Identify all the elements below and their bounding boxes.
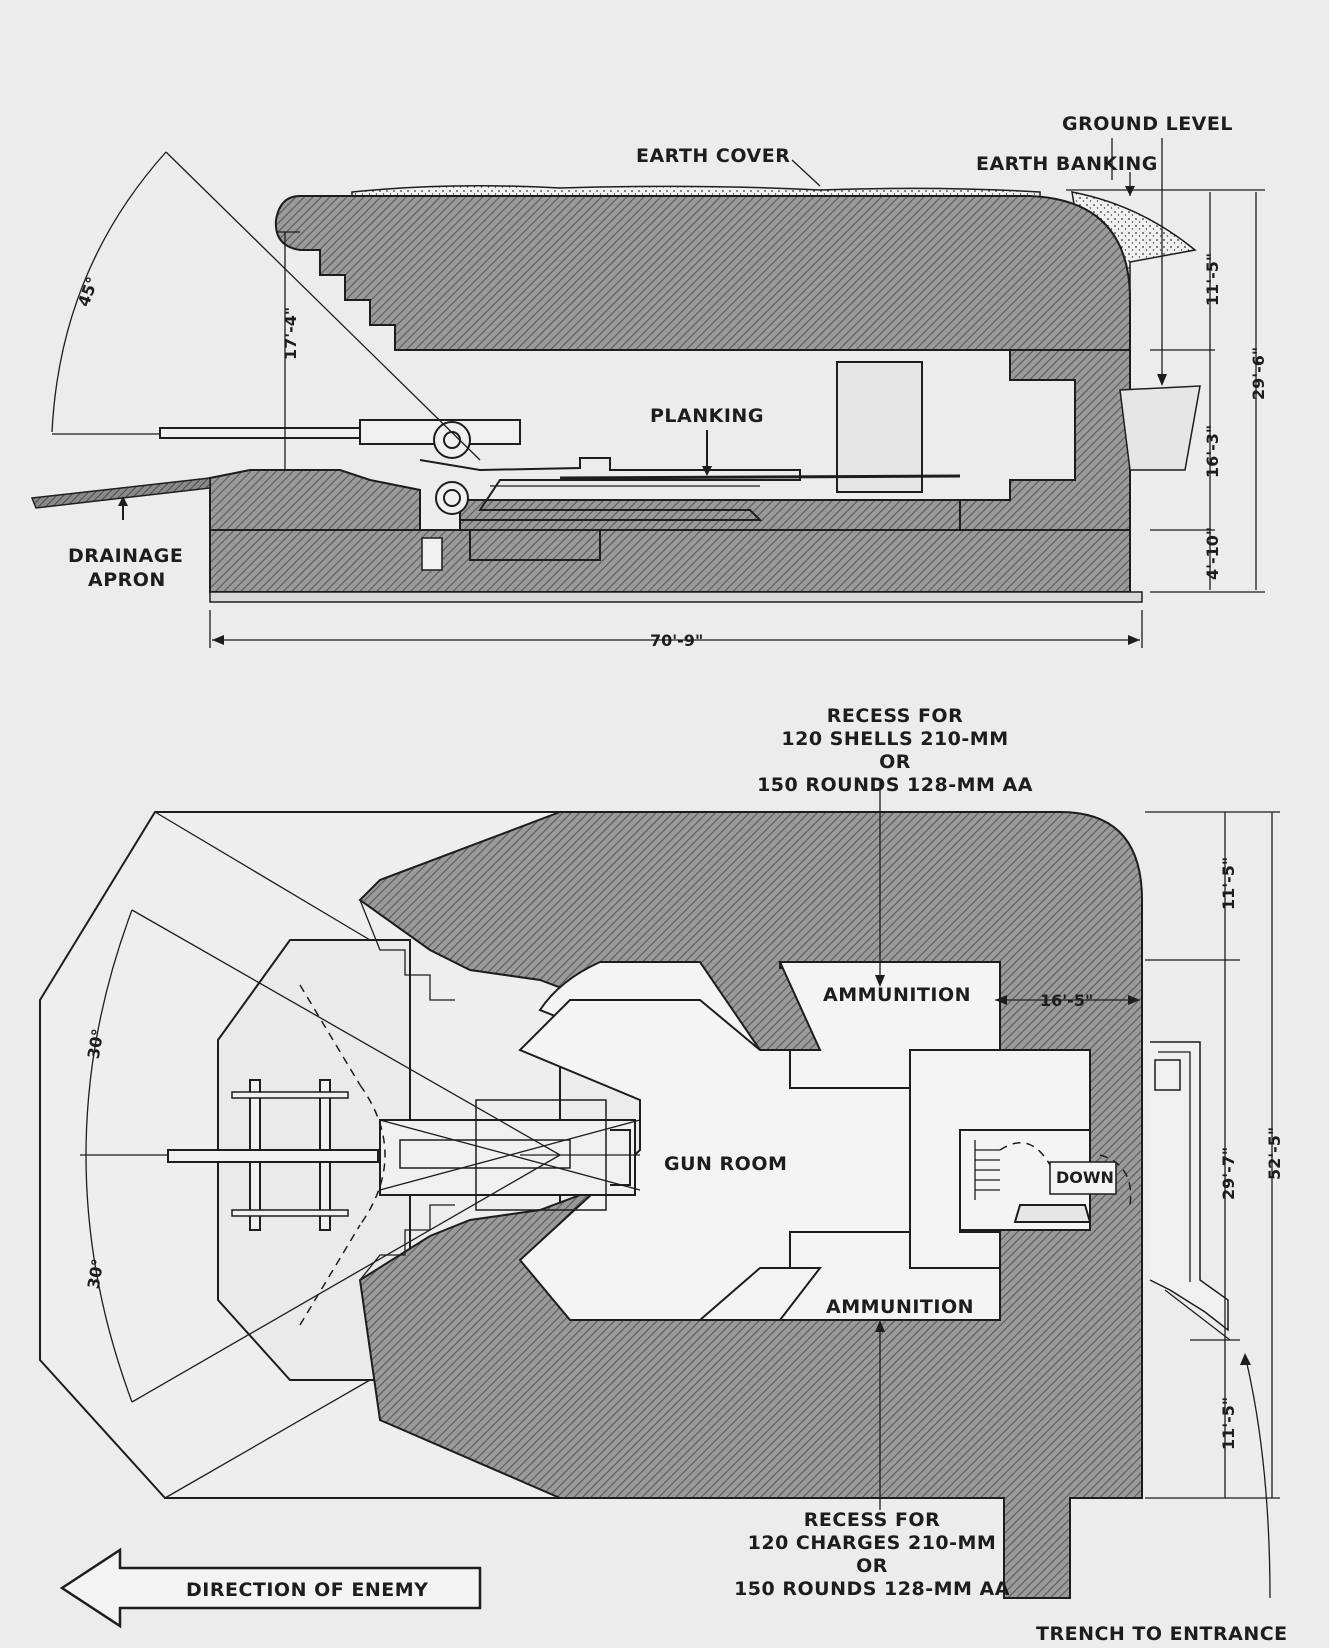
- section-view: [30, 138, 1265, 648]
- recess-bottom-line-1: RECESS FOR: [804, 1509, 940, 1531]
- angle-arc-section: [51, 151, 167, 433]
- entrance-trench: [1149, 1041, 1229, 1332]
- recess-top-line-1: RECESS FOR: [827, 705, 963, 727]
- apron-label: APRON: [88, 569, 166, 591]
- angle-45-label: 45°: [74, 274, 102, 309]
- recess-bottom-line-4: 150 ROUNDS 128-MM AA: [734, 1578, 1010, 1600]
- recess-bottom-line-3: OR: [856, 1555, 888, 1577]
- ammunition-bottom-label: AMMUNITION: [826, 1296, 974, 1318]
- earth-cover-label: EARTH COVER: [636, 145, 790, 167]
- ammunition-recess-bottom: [777, 1231, 1001, 1321]
- drainage-apron: [30, 477, 211, 509]
- trench-label: TRENCH TO ENTRANCE: [1036, 1623, 1288, 1645]
- middle-dim-label: 29'-7": [1219, 1147, 1238, 1200]
- roof-dim-label: 11'-5": [1203, 253, 1222, 306]
- planking-label: PLANKING: [650, 405, 764, 427]
- planking-line: [559, 474, 961, 480]
- angle-arc-plan: [85, 909, 133, 1403]
- recess-top-line-3: OR: [879, 751, 911, 773]
- roof-slab: [274, 195, 1131, 361]
- recess-width-label: 16'-5": [1040, 991, 1093, 1010]
- door: [836, 361, 923, 493]
- plan-labels: RECESS FOR 120 SHELLS 210-MM OR 150 ROUN…: [84, 705, 1288, 1645]
- angle-bottom-label: 30°: [84, 1257, 108, 1290]
- gun-pedestal: [209, 469, 421, 531]
- room-height-label: 16'-3": [1203, 425, 1222, 478]
- gun-room-label: GUN ROOM: [664, 1153, 787, 1175]
- floor-dim-label: 4'-10": [1203, 527, 1222, 580]
- drainage-label: DRAINAGE: [68, 545, 183, 567]
- section-labels: EARTH COVER GROUND LEVEL EARTH BANKING P…: [68, 113, 1268, 650]
- gun-section: [159, 419, 801, 521]
- base-plate: [209, 591, 1143, 603]
- stairs: [974, 1140, 1132, 1223]
- recess-top-line-2: 120 SHELLS 210-MM: [781, 728, 1008, 750]
- total-dim-label: 52'-5": [1265, 1127, 1284, 1180]
- interior-floor: [459, 499, 961, 531]
- direction-arrow: [59, 1547, 482, 1629]
- recess-top-line-4: 150 ROUNDS 128-MM AA: [757, 774, 1033, 796]
- total-height-label: 29'-6": [1249, 347, 1268, 400]
- plan-view: [39, 780, 1280, 1629]
- recess-bottom-line-2: 120 CHARGES 210-MM: [748, 1532, 997, 1554]
- angle-top-label: 30°: [84, 1027, 108, 1060]
- wall-top-dim-label: 11'-5": [1219, 857, 1238, 910]
- gun-plan: [167, 1079, 641, 1231]
- ammunition-top-label: AMMUNITION: [823, 984, 971, 1006]
- down-label: DOWN: [1056, 1168, 1114, 1187]
- earth-banking-label: EARTH BANKING: [976, 153, 1158, 175]
- direction-label: DIRECTION OF ENEMY: [186, 1579, 428, 1601]
- ground-level-label: GROUND LEVEL: [1062, 113, 1233, 135]
- length-label: 70'-9": [650, 631, 703, 650]
- wall-bottom-dim-label: 11'-5": [1219, 1397, 1238, 1450]
- gun-height-label: 17'-4": [281, 307, 300, 360]
- floor-slab: [209, 529, 1131, 593]
